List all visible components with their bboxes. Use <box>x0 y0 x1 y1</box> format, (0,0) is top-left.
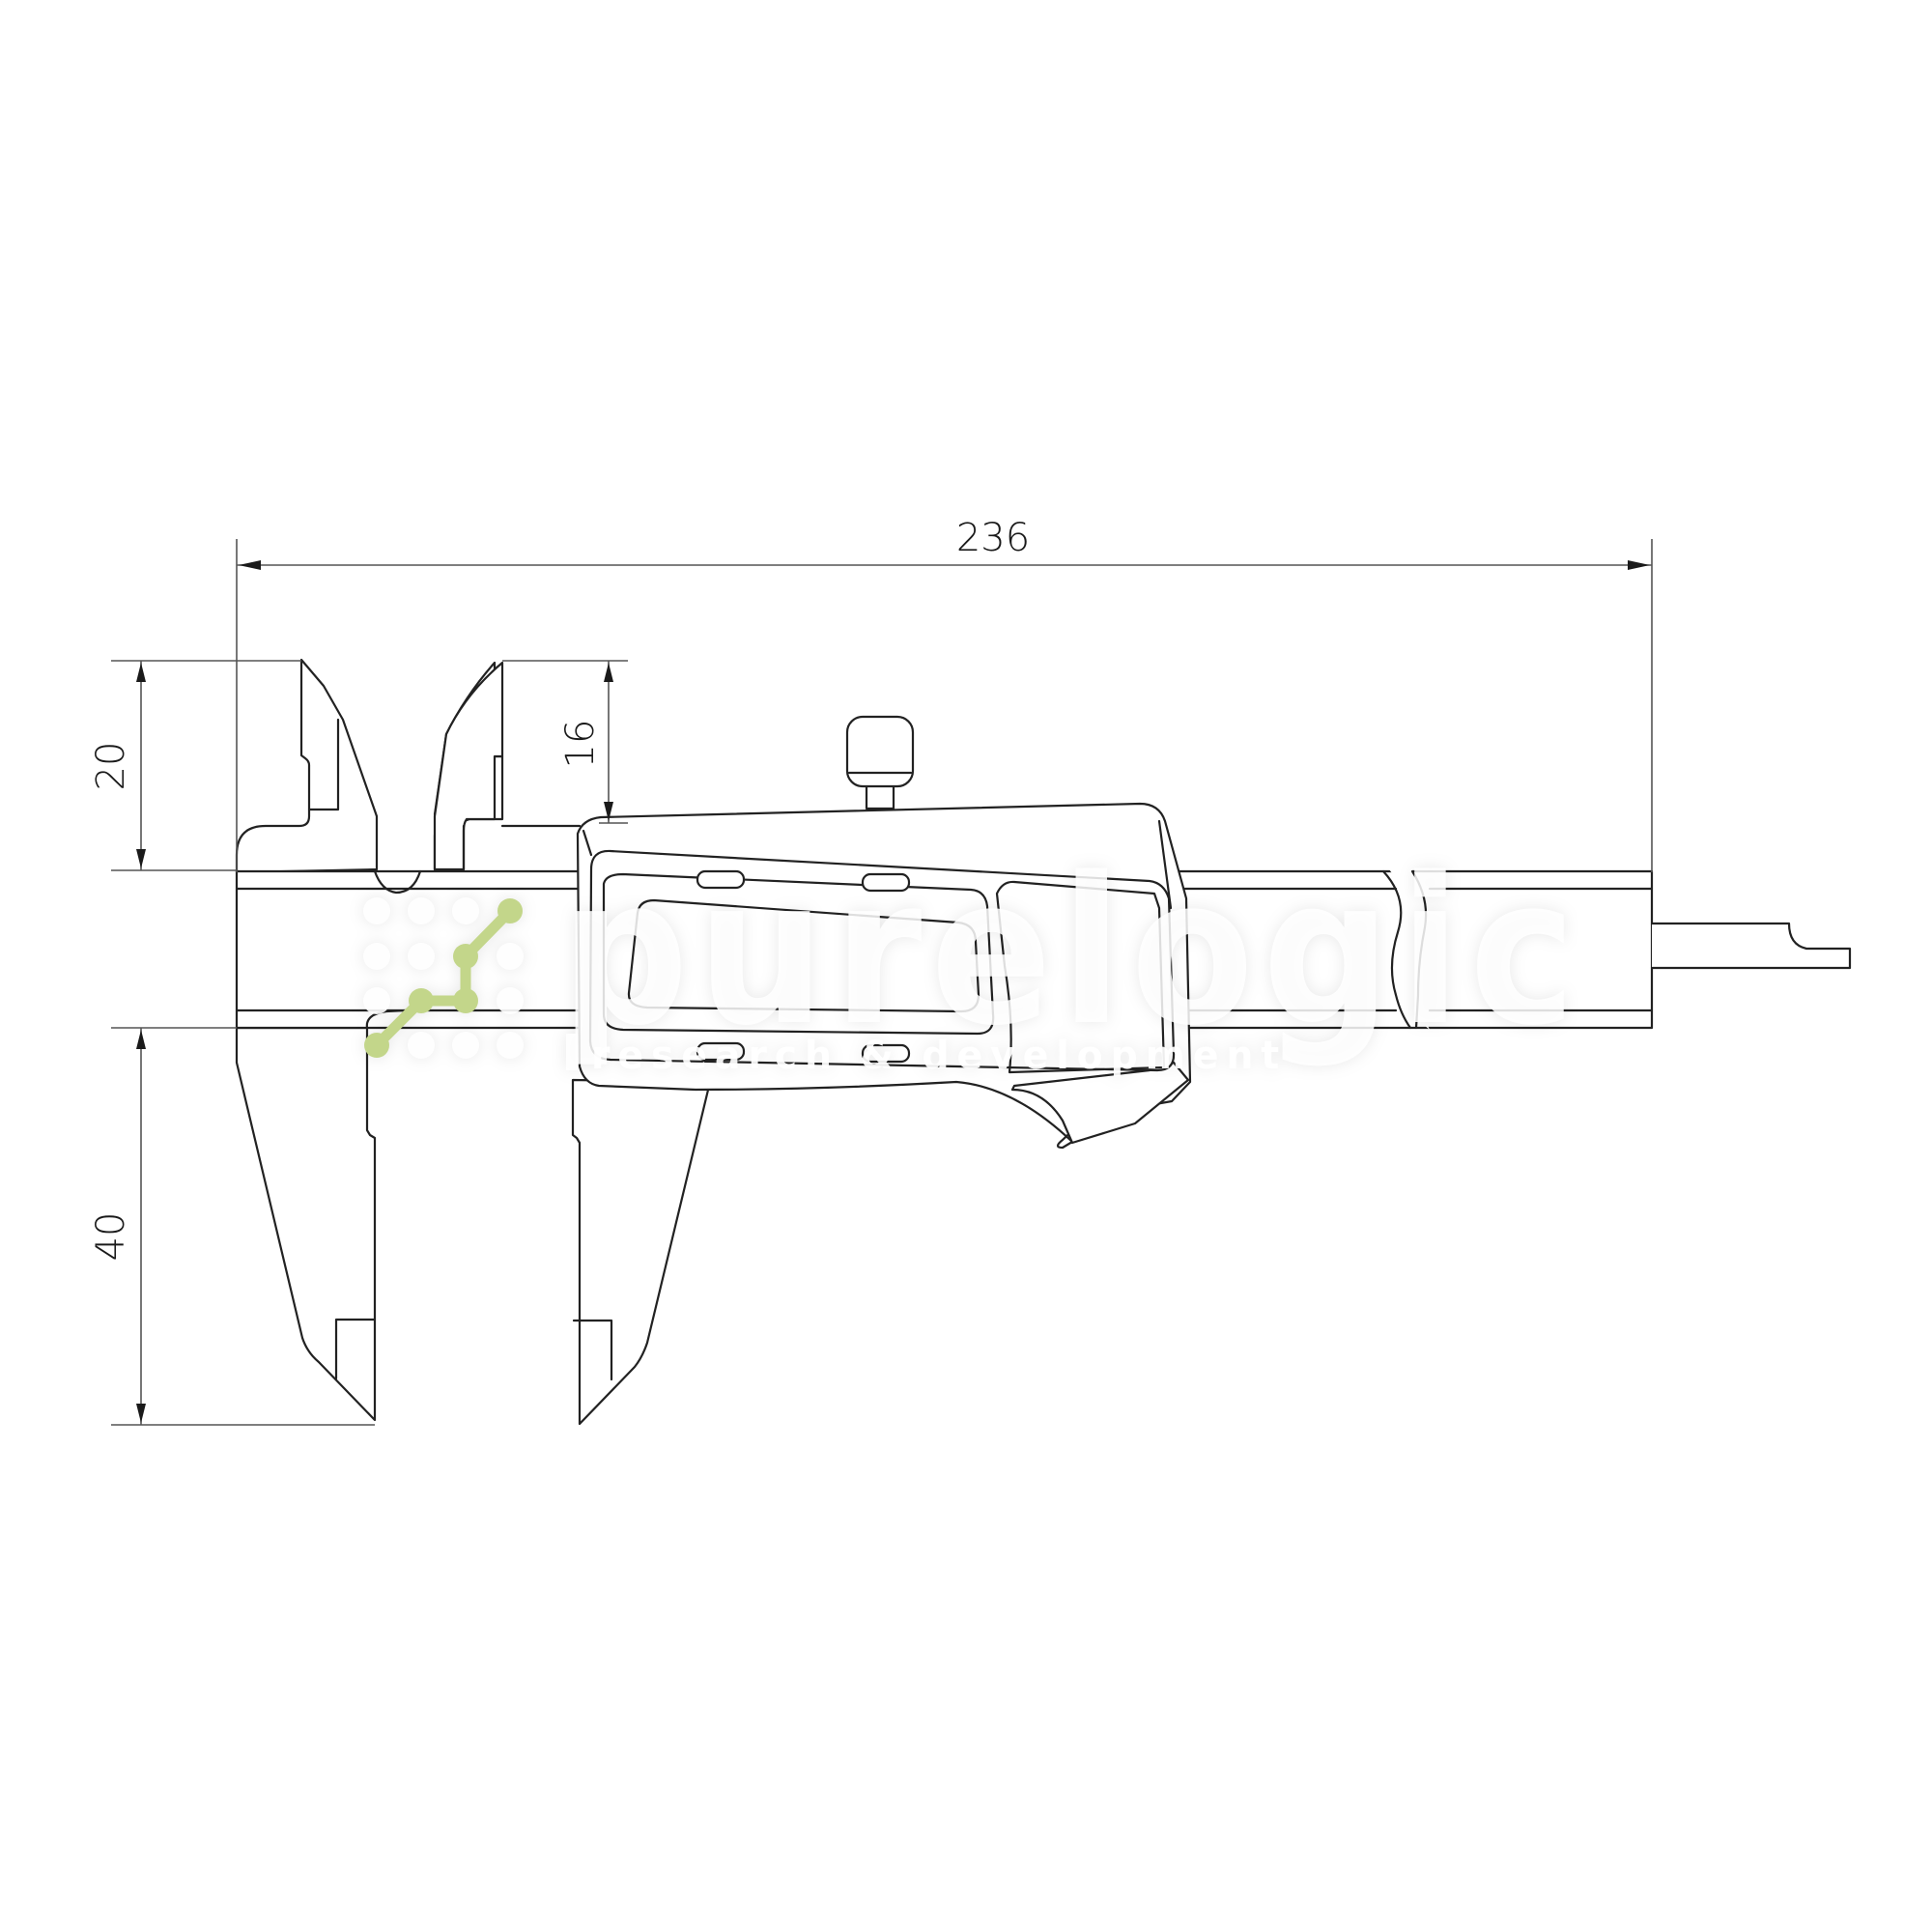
watermark-logo-icon <box>363 897 524 1059</box>
thumb-rest <box>1010 1061 1190 1145</box>
watermark-brand: purelogic <box>560 834 1584 1070</box>
button-bottom-right[interactable] <box>861 1043 911 1064</box>
arrow-right <box>1628 560 1650 570</box>
fixed-lower-jaw-tip <box>334 1318 377 1380</box>
dim-upper-jaw-height: 20 <box>89 742 133 791</box>
depth-rod <box>1650 922 1852 970</box>
lock-screw-stem <box>865 782 895 810</box>
dim-overall-length: 236 <box>956 516 1030 560</box>
dim-inner-jaw-height: 16 <box>558 720 603 769</box>
break-line-left <box>1381 869 1412 1030</box>
watermark: purelogic research & development <box>363 834 1584 1078</box>
lcd-screen <box>627 898 980 1013</box>
beam-notch <box>373 869 422 895</box>
break-line-right <box>1410 869 1428 1030</box>
lock-screw-knob[interactable] <box>845 715 915 788</box>
fixed-upper-jaw-inner-step <box>307 718 340 811</box>
button-bottom-left[interactable] <box>696 1041 746 1062</box>
fixed-lower-jaw <box>235 1026 377 1422</box>
watermark-tagline: research & development <box>591 1034 1287 1078</box>
dimensions: 236 20 16 40 <box>89 516 1653 1426</box>
dim-lower-jaw-length: 40 <box>89 1212 133 1262</box>
button-top-left[interactable] <box>696 869 746 890</box>
sliding-lower-jaw-tip <box>572 1319 613 1381</box>
arrow-left <box>239 560 261 570</box>
caliper <box>235 658 1852 1426</box>
sliding-lower-jaw <box>571 1078 712 1426</box>
button-top-right[interactable] <box>861 872 911 893</box>
fixed-upper-jaw <box>235 658 379 874</box>
side-panel <box>995 880 1166 1074</box>
sliding-upper-jaw-face <box>433 661 504 871</box>
